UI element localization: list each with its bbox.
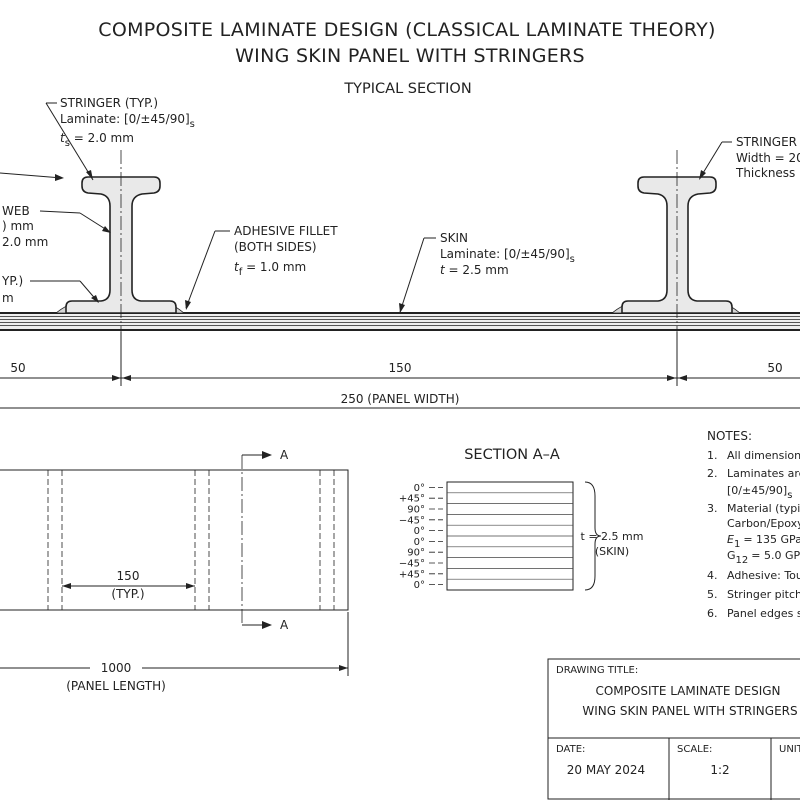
stringer-left — [54, 176, 186, 314]
note-1: 1.All dimensions — [707, 449, 800, 462]
web-dim-1: ) mm — [2, 219, 34, 233]
flange-label: YP.) — [1, 274, 23, 288]
dim-left-edge: 50 — [10, 361, 25, 375]
stringer-right-thickness: Thickness = — [735, 166, 800, 180]
skin-thickness: t = 2.5 mm — [440, 263, 509, 277]
stringer-right-label: STRINGER — [736, 135, 797, 149]
drawing-title: COMPOSITE LAMINATE DESIGN (CLASSICAL LAM… — [98, 19, 716, 41]
ply-angle-label: 0° — [414, 526, 425, 537]
typical-section-view: STRINGER (TYP.) Laminate: [0/±45/90]s ts… — [0, 96, 800, 409]
title-block: DRAWING TITLE: COMPOSITE LAMINATE DESIGN… — [547, 658, 800, 800]
section-dimensions: 50 150 50 250 (PANEL WIDTH) — [0, 332, 800, 409]
drawing-subtitle: WING SKIN PANEL WITH STRINGERS — [235, 45, 585, 67]
ply-angle-label: +45° — [399, 494, 425, 505]
section-arrow-bottom: A — [280, 618, 289, 632]
stringer-right — [610, 176, 742, 314]
web-callout: WEB ) mm 2.0 mm — [2, 204, 111, 249]
unit-label: UNIT — [779, 744, 800, 755]
note-3-line-2: Carbon/Epoxy — [727, 517, 800, 530]
section-aa-thickness: t = 2.5 mm — [581, 530, 644, 543]
section-aa-thickness-note: (SKIN) — [595, 545, 629, 558]
note-2: 2.Laminates are — [707, 467, 800, 480]
ply-lines — [447, 492, 573, 580]
plan-view: A A 150 (TYP.) 1000 (PANEL LENGTH) — [0, 448, 349, 693]
scale-value: 1:2 — [710, 763, 729, 777]
ply-angle-label: −45° — [399, 559, 425, 570]
note-3-line-3: E1= 135 GPa — [727, 533, 800, 550]
ply-angle-label: 0° — [414, 580, 425, 591]
section-arrow-top: A — [280, 448, 289, 462]
dim-panel-width: 250 (PANEL WIDTH) — [341, 392, 460, 406]
stringer-left-label: STRINGER (TYP.) — [60, 96, 158, 110]
section-aa: SECTION A–A 0°+45°90°−45°0°0°90°−45°+45°… — [399, 447, 644, 591]
skin-laminate — [0, 312, 800, 331]
skin-label: SKIN — [440, 231, 468, 245]
skin-callout: SKIN Laminate: [0/±45/90]s t = 2.5 mm — [399, 231, 575, 313]
plan-length-value: 1000 — [101, 661, 132, 675]
dim-pitch: 150 — [389, 361, 412, 375]
notes-block: NOTES: 1.All dimensions 2.Laminates are … — [707, 429, 800, 620]
stringer-right-width: Width = 20 — [736, 151, 800, 165]
note-5: 5.Stringer pitch — [707, 588, 800, 601]
plan-length-note: (PANEL LENGTH) — [66, 679, 166, 693]
flange-dim: m — [2, 291, 14, 305]
skin-laminate: Laminate: [0/±45/90]s — [440, 247, 575, 265]
stringer-left-thickness: ts = 2.0 mm — [60, 131, 134, 149]
title-block-line-2: WING SKIN PANEL WITH STRINGERS — [582, 704, 797, 718]
web-dim-2: 2.0 mm — [2, 235, 48, 249]
ply-angle-label: 90° — [407, 505, 425, 516]
title-block-label: DRAWING TITLE: — [556, 665, 638, 676]
flange-callout: YP.) m — [1, 274, 99, 305]
adhesive-thickness: tf = 1.0 mm — [234, 260, 306, 278]
dim-right-edge: 50 — [767, 361, 782, 375]
adhesive-callout: ADHESIVE FILLET (BOTH SIDES) tf = 1.0 mm — [185, 224, 338, 310]
plan-pitch-note: (TYP.) — [111, 587, 144, 601]
title-block-line-1: COMPOSITE LAMINATE DESIGN — [595, 684, 780, 698]
date-value: 20 MAY 2024 — [567, 763, 645, 777]
ply-angle-label: 90° — [407, 548, 425, 559]
note-4: 4.Adhesive: Tou — [707, 569, 800, 582]
note-6: 6.Panel edges s — [707, 607, 800, 620]
note-3-line-4: G12= 5.0 GP — [727, 549, 800, 566]
stringer-left-callout: STRINGER (TYP.) Laminate: [0/±45/90]s ts… — [45, 96, 195, 181]
web-label: WEB — [2, 204, 30, 218]
plan-pitch-value: 150 — [117, 569, 140, 583]
adhesive-note: (BOTH SIDES) — [234, 240, 317, 254]
note-3: 3.Material (typic — [707, 502, 800, 515]
stringer-right-callout: STRINGER Width = 20 Thickness = — [699, 135, 800, 180]
scale-label: SCALE: — [677, 744, 712, 755]
adhesive-label: ADHESIVE FILLET — [234, 224, 338, 238]
notes-heading: NOTES: — [707, 429, 752, 443]
ply-angle-label: 0° — [414, 537, 425, 548]
ply-angle-label: +45° — [399, 569, 425, 580]
note-2-line-2: [0/±45/90]s — [727, 484, 792, 501]
ply-angle-label: 0° — [414, 483, 425, 494]
stringer-left-laminate: Laminate: [0/±45/90]s — [60, 112, 195, 130]
typical-section-label: TYPICAL SECTION — [343, 81, 471, 97]
date-label: DATE: — [556, 744, 585, 755]
ply-angle-label: −45° — [399, 515, 425, 526]
section-aa-title: SECTION A–A — [464, 447, 560, 463]
ply-labels: 0°+45°90°−45°0°0°90°−45°+45°0° — [399, 483, 443, 591]
